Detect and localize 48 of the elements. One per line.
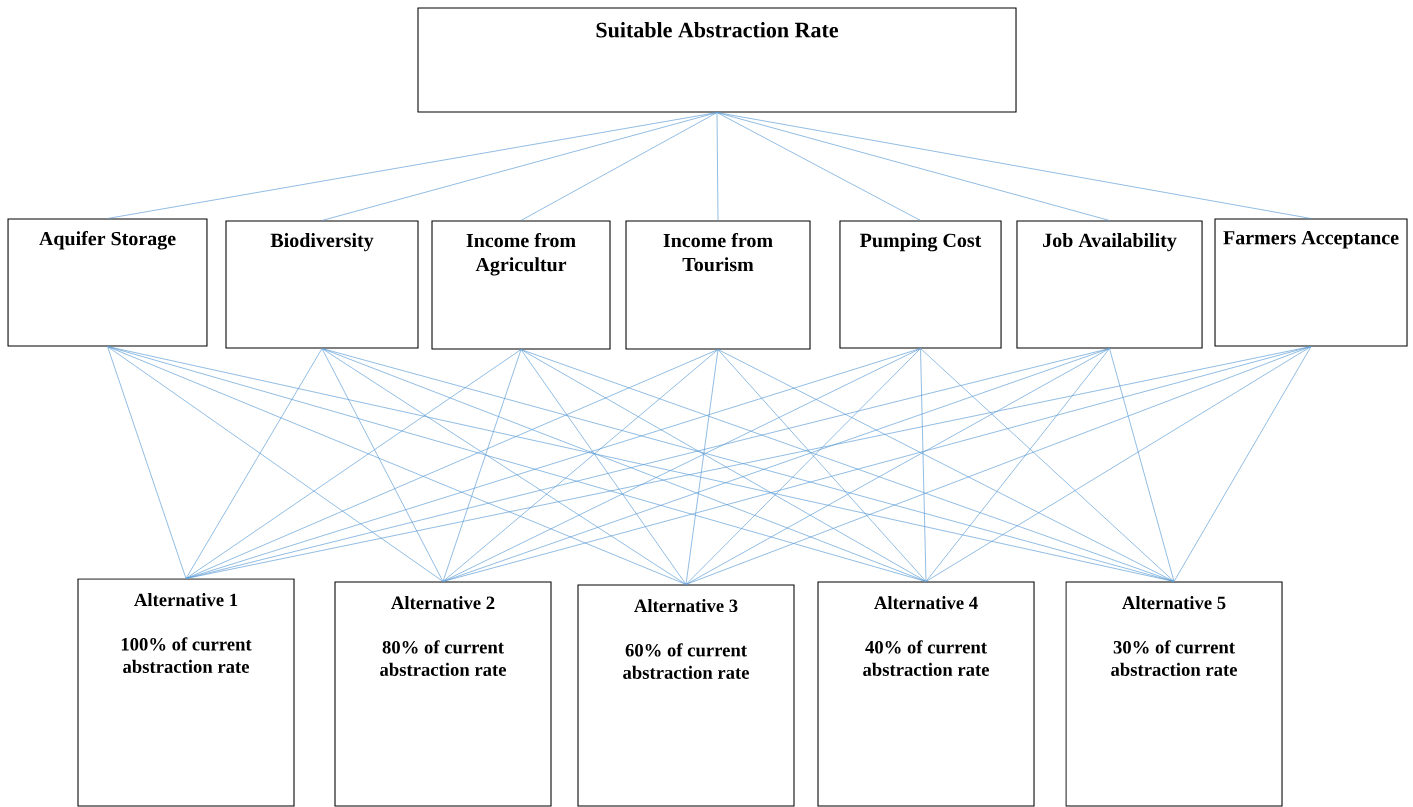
connector-line	[717, 349, 1175, 582]
connector-line	[321, 348, 687, 585]
connector-line	[685, 349, 719, 585]
connector-line	[685, 346, 1312, 585]
criterion-box: Income from Tourism	[625, 220, 811, 350]
connector-line	[442, 348, 921, 582]
connector-line	[107, 346, 1175, 582]
connector-line	[717, 349, 927, 582]
connector-line	[1109, 348, 1175, 582]
connector-line	[107, 346, 444, 582]
connector-line	[1173, 346, 1312, 582]
alternative-box: Alternative 1 100% of current abstraction rate	[77, 578, 295, 807]
criterion-box: Job Availability	[1016, 220, 1203, 349]
connector-line	[107, 346, 187, 579]
connector-line	[321, 348, 444, 582]
connector-line	[185, 349, 522, 579]
connector-line	[185, 346, 1312, 579]
criterion-box: Farmers Acceptance	[1214, 218, 1408, 347]
connector-line	[920, 348, 927, 582]
connector-line	[685, 348, 921, 585]
alternative-box: Alternative 2 80% of current abstraction rate	[334, 581, 552, 807]
connector-line	[520, 349, 927, 582]
connector-line	[185, 348, 1110, 579]
criterion-box: Biodiversity	[225, 220, 419, 349]
connector-line	[716, 112, 1312, 219]
connector-line	[442, 349, 522, 582]
alternative-box: Alternative 5 30% of current abstraction rate	[1065, 581, 1283, 807]
criterion-box: Income from Agricultur	[431, 220, 611, 350]
criterion-box: Aquifer Storage	[7, 218, 208, 347]
connector-line	[442, 349, 719, 582]
connector-line	[716, 112, 719, 221]
connector-line	[520, 112, 718, 221]
connector-line	[685, 348, 1110, 585]
connector-line	[920, 348, 1175, 582]
connector-line	[716, 112, 921, 221]
connector-line	[107, 346, 687, 585]
connector-line	[716, 112, 1110, 221]
connector-line	[925, 346, 1312, 582]
connector-line	[925, 348, 1110, 582]
goal-box: Suitable Abstraction Rate	[417, 7, 1017, 113]
alternative-box: Alternative 3 60% of current abstraction rate	[577, 584, 795, 807]
alternative-box: Alternative 4 40% of current abstraction rate	[817, 581, 1035, 807]
connector-line	[520, 349, 1175, 582]
connector-line	[107, 112, 718, 219]
connector-line	[185, 348, 323, 579]
criterion-box: Pumping Cost	[839, 220, 1002, 349]
connector-line	[321, 112, 718, 221]
connector-line	[520, 349, 687, 585]
